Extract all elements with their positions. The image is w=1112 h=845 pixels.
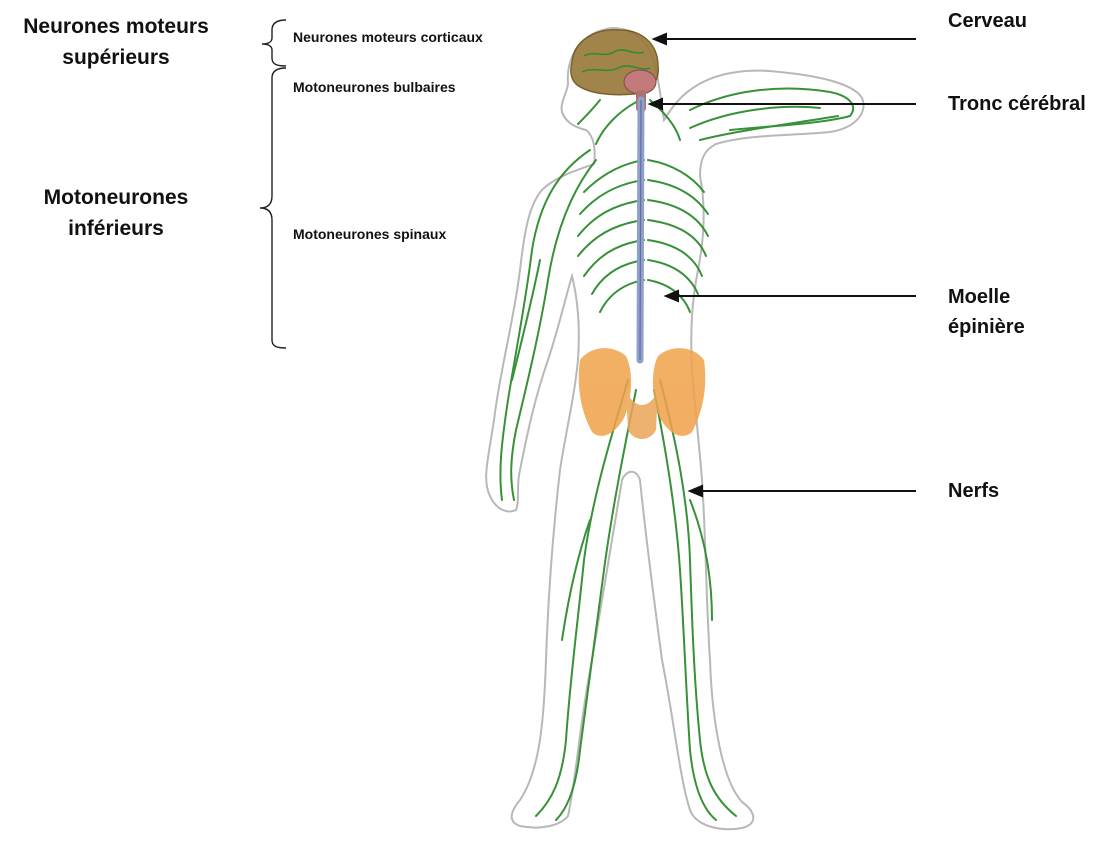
brainstem-label: Tronc cérébral [948,89,1086,119]
lower-motor-bracket [260,68,286,348]
spinal-cord-label-line1: Moelle [948,282,1025,312]
lower-motor-neurons-label: Motoneurones inférieurs [14,182,218,244]
upper-motor-bracket [262,20,286,66]
upper-motor-neurons-label: Neurones moteurs supérieurs [10,11,222,73]
cortical-motor-neurons-label: Neurones moteurs corticaux [293,29,483,45]
bulbar-motor-neurons-label: Motoneurones bulbaires [293,79,456,95]
spinal-motor-neurons-label: Motoneurones spinaux [293,226,446,242]
spinal-cord-label-line2: épinière [948,312,1025,342]
brain-pointer-arrowhead [654,34,666,44]
nerves-label: Nerfs [948,476,999,506]
lower-motor-neurons-line1: Motoneurones [14,182,218,213]
brain-label: Cerveau [948,6,1027,36]
spinal-cord-label: Moelle épinière [948,282,1025,342]
spinal-cord [640,100,641,360]
lower-motor-neurons-line2: inférieurs [14,213,218,244]
upper-motor-neurons-line2: supérieurs [10,42,222,73]
upper-motor-neurons-line1: Neurones moteurs [10,11,222,42]
